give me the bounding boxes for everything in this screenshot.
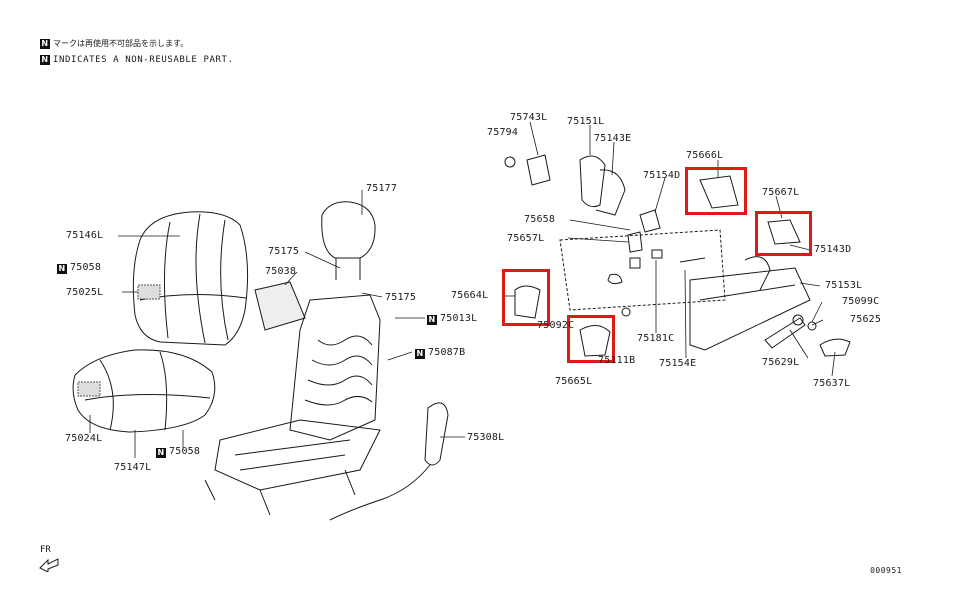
part-label-75143d[interactable]: 75143D <box>814 244 852 255</box>
pad-75038 <box>254 281 306 331</box>
rail-assembly <box>559 229 851 357</box>
part-label-75637l[interactable]: 75637L <box>813 378 851 389</box>
part-label-75625[interactable]: 75625 <box>850 314 882 325</box>
part-75665l-shape <box>579 325 611 357</box>
part-label-75024l[interactable]: 75024L <box>65 433 103 444</box>
part-label-75177[interactable]: 75177 <box>366 183 398 194</box>
part-label-75154d[interactable]: 75154D <box>643 170 681 181</box>
part-label-75175-upper[interactable]: 75175 <box>268 246 300 257</box>
part-label-75629l[interactable]: 75629L <box>762 357 800 368</box>
part-label-75147l[interactable]: 75147L <box>114 462 152 473</box>
highlight-75664l <box>502 269 550 326</box>
small-brackets <box>607 209 706 317</box>
front-direction-arrow-icon <box>39 558 59 572</box>
part-label-75657l[interactable]: 75657L <box>507 233 545 244</box>
highlight-75667l <box>755 211 812 256</box>
cushion-patch <box>77 381 101 397</box>
part-label-75658[interactable]: 75658 <box>524 214 556 225</box>
part-label-75308l[interactable]: 75308L <box>467 432 505 443</box>
non-reusable-mark-icon: N <box>415 349 425 359</box>
part-number-text: 75058 <box>70 262 102 273</box>
part-label-75092c[interactable]: 75092C <box>537 320 575 331</box>
highlight-75666l <box>685 167 747 215</box>
harness-cable <box>329 464 431 521</box>
part-label-75111b[interactable]: 75111B <box>598 355 636 366</box>
legend-japanese: N マークは再使用不可部品を示します。 <box>40 38 188 49</box>
part-75664l-shape <box>514 285 541 319</box>
part-label-75154e[interactable]: 75154E <box>659 358 697 369</box>
legend-english-text: INDICATES A NON-REUSABLE PART. <box>53 55 234 65</box>
part-label-75099c[interactable]: 75099C <box>842 296 880 307</box>
side-shield <box>424 402 449 466</box>
part-label-75794[interactable]: 75794 <box>487 127 519 138</box>
legend-japanese-text: マークは再使用不可部品を示します。 <box>53 39 189 48</box>
non-reusable-mark-icon: N <box>40 55 50 65</box>
part-label-75153l[interactable]: 75153L <box>825 280 863 291</box>
pad-patch <box>137 284 161 300</box>
recliner-assembly <box>504 154 626 216</box>
part-label-75175-lower[interactable]: 75175 <box>385 292 417 303</box>
headrest <box>321 201 376 280</box>
seat-cushion-cover <box>72 349 216 433</box>
non-reusable-mark-icon: N <box>156 448 166 458</box>
part-label-75038[interactable]: 75038 <box>265 266 297 277</box>
non-reusable-mark-icon: N <box>427 315 437 325</box>
legend-english: N INDICATES A NON-REUSABLE PART. <box>40 55 234 65</box>
part-label-75664l[interactable]: 75664L <box>451 290 489 301</box>
part-number-text: 75013L <box>440 313 478 324</box>
part-75667l-shape <box>767 219 801 245</box>
part-label-75143e[interactable]: 75143E <box>594 133 632 144</box>
part-75666l-shape <box>699 175 739 209</box>
part-label-75151l[interactable]: 75151L <box>567 116 605 127</box>
highlight-75665l <box>567 315 615 363</box>
part-label-75666l[interactable]: 75666L <box>686 150 724 161</box>
seat-back-cover <box>132 211 249 346</box>
part-label-75146l[interactable]: 75146L <box>66 230 104 241</box>
part-label-75665l[interactable]: 75665L <box>555 376 593 387</box>
part-number-text: 75087B <box>428 347 466 358</box>
part-label-75181c[interactable]: 75181C <box>637 333 675 344</box>
part-number-text: 75058 <box>169 446 201 457</box>
part-label-75025l[interactable]: 75025L <box>66 287 104 298</box>
front-direction-label: FR <box>40 545 51 555</box>
non-reusable-mark-icon: N <box>57 264 67 274</box>
drawing-code: 000951 <box>870 566 902 575</box>
part-label-75667l[interactable]: 75667L <box>762 187 800 198</box>
seat-frame <box>204 294 381 516</box>
non-reusable-mark-icon: N <box>40 38 50 49</box>
part-label-75743l[interactable]: 75743L <box>510 112 548 123</box>
